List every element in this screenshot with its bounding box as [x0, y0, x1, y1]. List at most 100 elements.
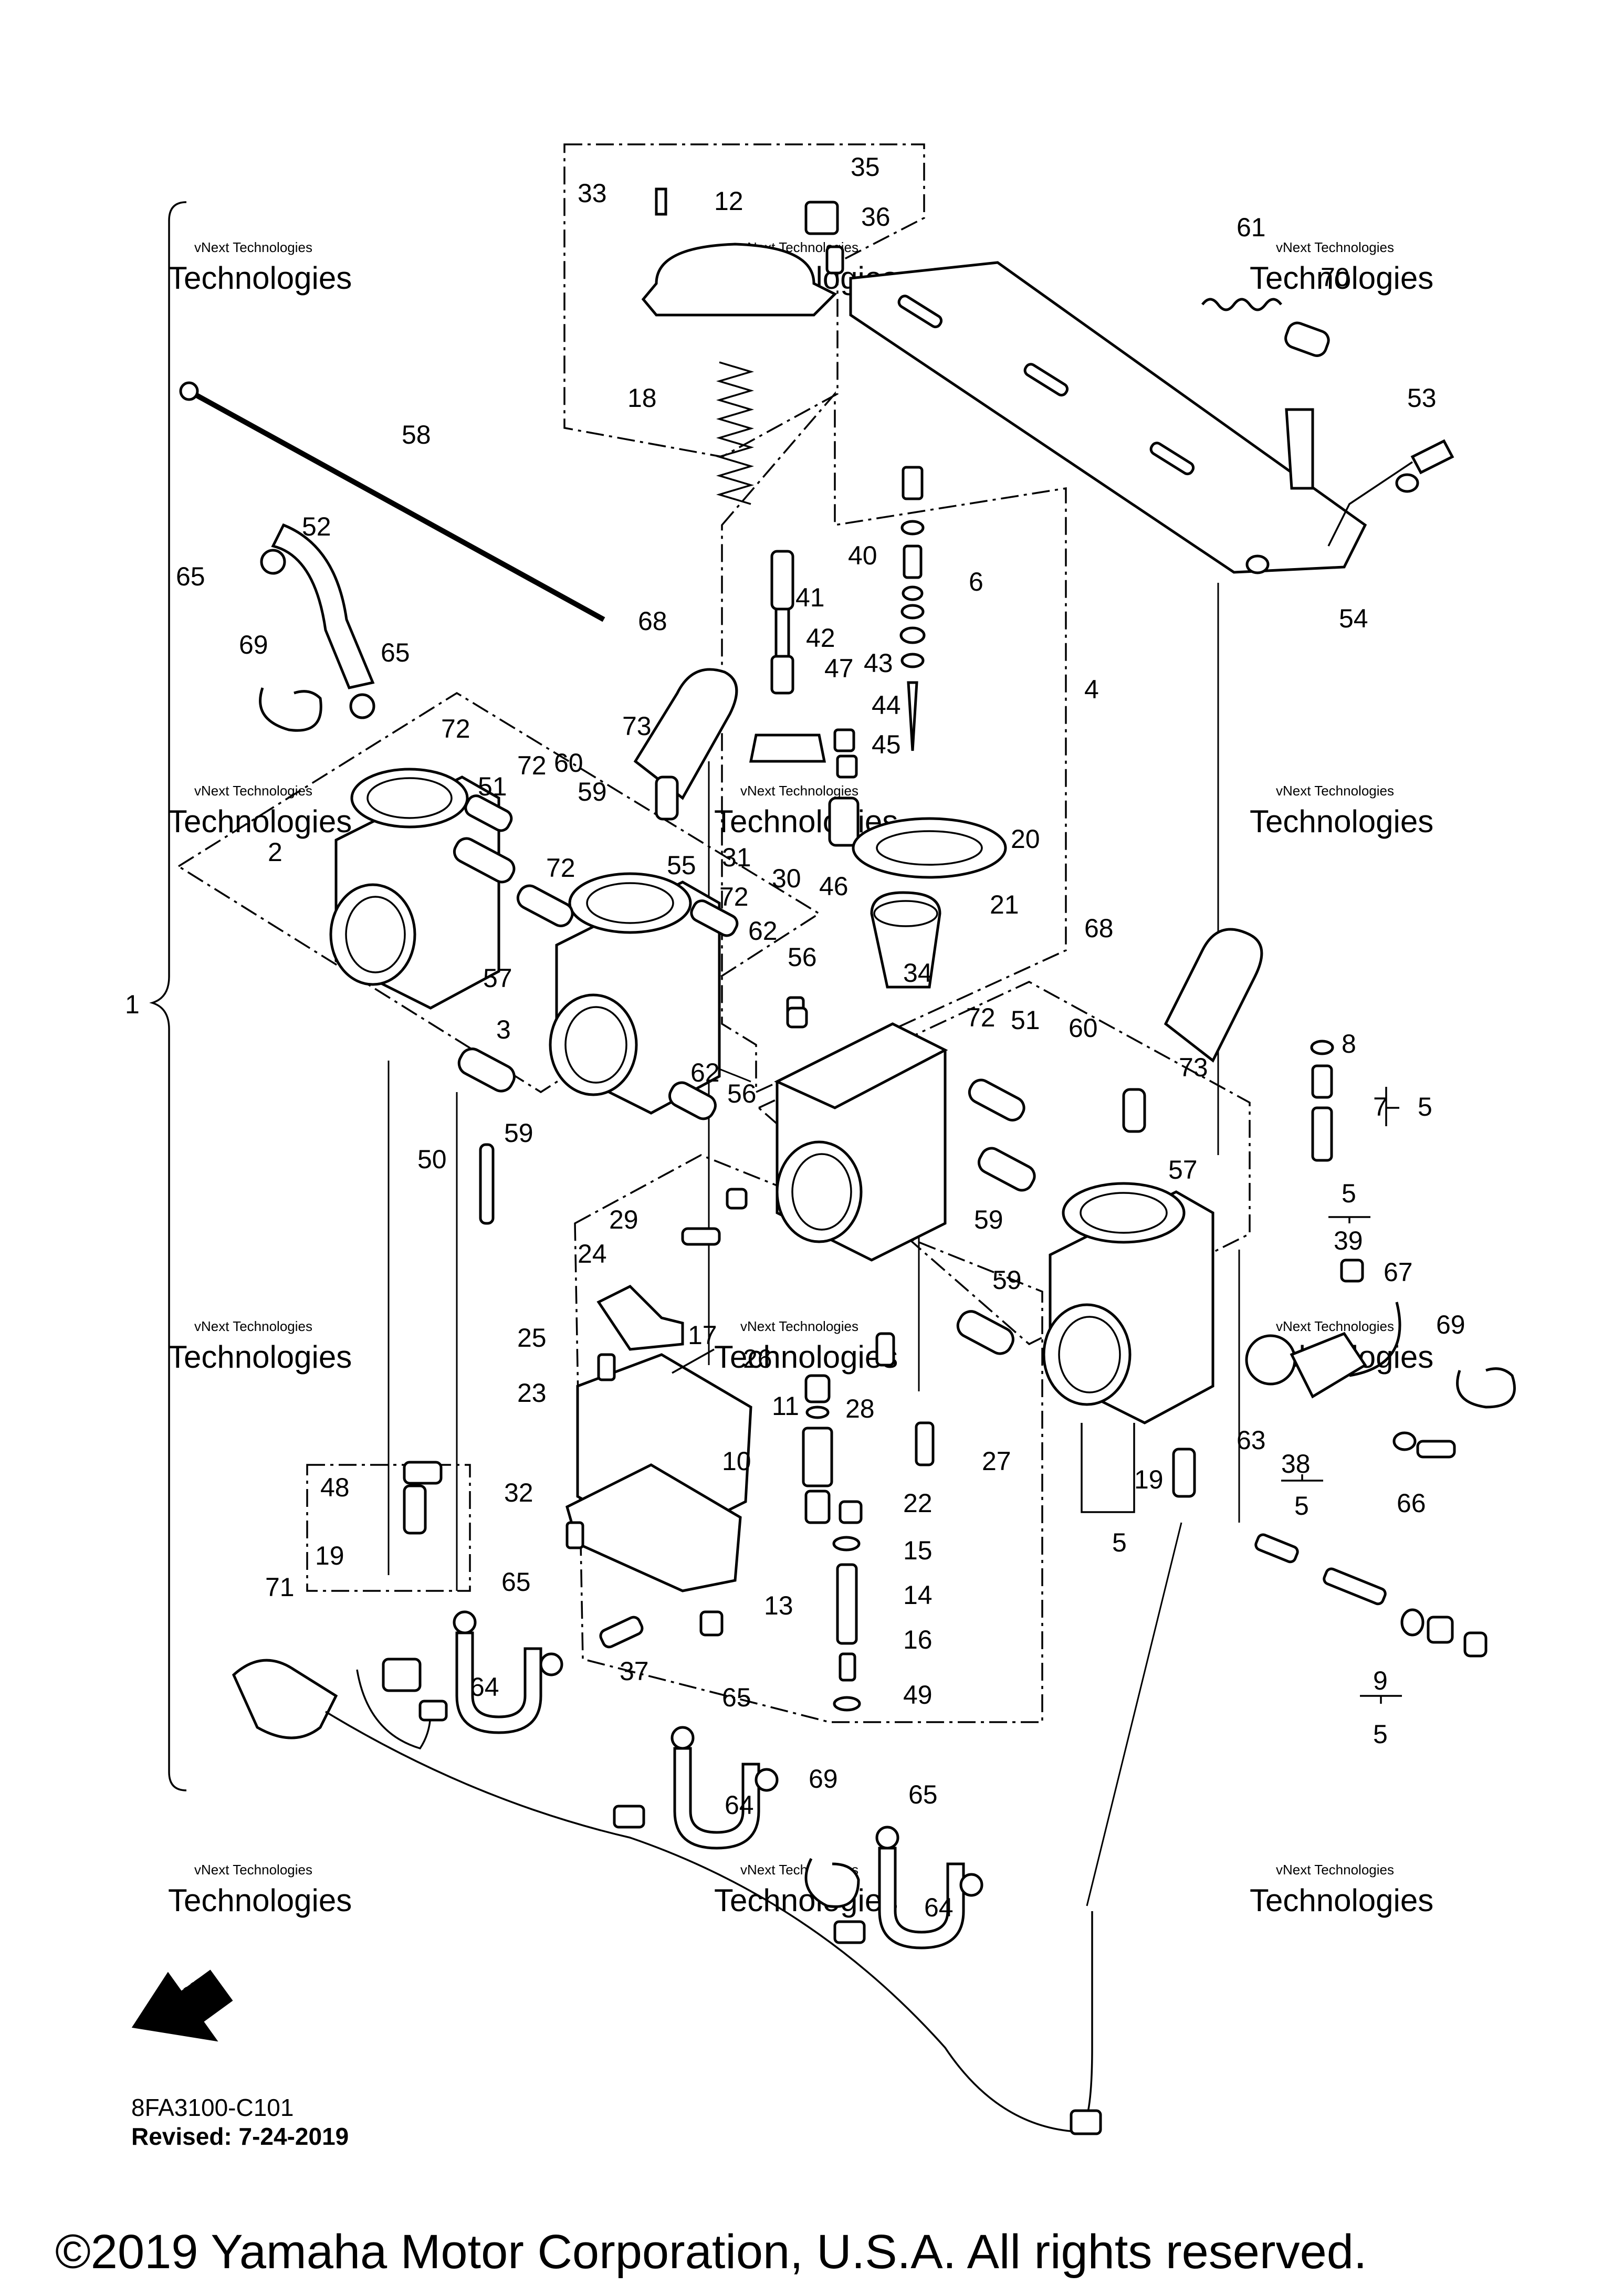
diaphragm-inner: [876, 830, 983, 866]
throttle-return-spring: [1201, 298, 1282, 311]
clip: [755, 1768, 779, 1792]
carb-bore-inner: [1058, 1316, 1121, 1393]
fwd-arrow-shape: [131, 1969, 233, 2042]
callout-64c: 64: [924, 1893, 954, 1922]
hoses-and-rod: [179, 381, 1516, 1409]
o-ring: [832, 1536, 861, 1551]
piston-valve: [870, 891, 941, 989]
callout-8: 8: [1342, 1029, 1356, 1058]
callout-35: 35: [851, 152, 880, 182]
screw: [875, 1332, 895, 1367]
callout-23: 23: [517, 1378, 547, 1408]
fitting: [690, 899, 739, 937]
callout-27: 27: [982, 1446, 1011, 1476]
callout-57b: 57: [1168, 1155, 1198, 1184]
assembly-bracket: [149, 201, 187, 1791]
callout-21: 21: [990, 890, 1019, 919]
adjuster-screw: [1410, 439, 1454, 475]
vacuum-hose: [1349, 1302, 1401, 1377]
callout-67: 67: [1384, 1257, 1413, 1287]
jet: [804, 1374, 831, 1403]
cable-holder: [804, 201, 839, 235]
jet-needle: [907, 681, 918, 751]
joint-pipes: [453, 775, 1146, 1355]
sub-assembly-braces: [1081, 461, 1413, 1704]
callout-59d: 59: [992, 1265, 1022, 1295]
harness-wire: [356, 1669, 432, 1750]
watermark: vNext Technologies: [740, 783, 858, 799]
fuel-hose-68-left: [633, 668, 738, 800]
t-joint: [1122, 1088, 1146, 1133]
watermark: Technologies: [168, 1883, 352, 1918]
callout-19b: 19: [1134, 1465, 1164, 1494]
pin: [726, 1188, 748, 1210]
callout-51a: 51: [478, 772, 507, 801]
callout-6: 6: [969, 567, 983, 596]
callout-11: 11: [772, 1391, 799, 1421]
watermark: vNext Technologies: [1276, 1318, 1394, 1334]
joint-pipe: [978, 1147, 1036, 1192]
callout-58: 58: [402, 420, 431, 449]
callout-24: 24: [578, 1239, 607, 1268]
carb-bank-outline-b: [757, 981, 1251, 1346]
callout-72d: 72: [719, 882, 749, 911]
callout-14: 14: [903, 1580, 933, 1610]
spring: [1311, 1064, 1333, 1099]
float-bowl-group-outline: [574, 1154, 1043, 1723]
carb-top-cover-rim: [366, 777, 453, 819]
vent-hose: [878, 1847, 965, 1949]
throttle-linkage: [849, 261, 1454, 574]
screw: [1416, 1440, 1456, 1459]
callout-32: 32: [504, 1478, 533, 1507]
hose-clamp: [804, 1858, 860, 1908]
linkage-slot: [1023, 363, 1069, 397]
callout-59c: 59: [974, 1205, 1003, 1234]
washer: [1392, 1431, 1417, 1451]
callout-72b: 72: [517, 751, 547, 780]
float-pin: [672, 1348, 715, 1374]
callout-73a: 73: [622, 711, 652, 741]
harness-wire: [325, 1711, 1093, 2133]
wire-harness: [232, 1658, 1102, 2135]
linkage-slot: [897, 295, 943, 329]
sensor-holder: [403, 1461, 443, 1485]
watermark: Technologies: [714, 1883, 898, 1918]
carb-bore: [549, 993, 638, 1096]
leader-line: [1086, 1522, 1182, 1906]
diaphragm-cover-group: [641, 187, 844, 505]
callout-68b: 68: [1084, 914, 1114, 943]
callout-60a: 60: [554, 748, 583, 778]
stopper-screws: [479, 1143, 495, 1225]
screw: [1340, 1259, 1364, 1283]
main-jet: [839, 1652, 856, 1682]
needle-assembly: [749, 466, 1007, 989]
callout-15: 15: [903, 1536, 933, 1565]
needle-clip: [902, 585, 924, 601]
plunger: [1311, 1106, 1333, 1162]
spring: [1323, 1567, 1387, 1606]
screw: [681, 1227, 721, 1246]
brace-38: [1281, 1474, 1323, 1482]
callout-47: 47: [824, 654, 854, 683]
callout-12: 12: [714, 186, 743, 216]
callout-19a: 19: [315, 1541, 344, 1570]
linkage-pin: [1284, 321, 1330, 357]
clip: [539, 1652, 563, 1676]
carburetor-4: [1042, 1182, 1214, 1424]
callout-5a: 5: [1418, 1092, 1432, 1121]
watermark: Technologies: [168, 804, 352, 839]
linkage-arm: [1285, 408, 1314, 490]
callout-59a: 59: [578, 777, 607, 806]
callout-1: 1: [125, 990, 140, 1019]
callout-60b: 60: [1069, 1013, 1098, 1043]
drawing-id: 8FA3100-C101: [131, 2094, 294, 2121]
callout-65e: 65: [908, 1780, 938, 1809]
rod-end: [179, 381, 199, 401]
callout-70: 70: [1321, 263, 1350, 292]
harness-coupler: [232, 1659, 338, 1739]
callout-46: 46: [819, 872, 849, 901]
collar: [836, 754, 858, 779]
diaphragm-cover: [641, 243, 837, 317]
callout-62a: 62: [748, 916, 778, 946]
